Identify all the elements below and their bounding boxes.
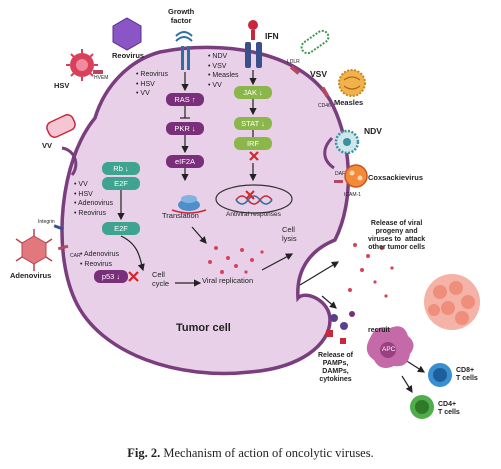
list-item: • Reovirus	[80, 260, 113, 268]
hsv-virion	[66, 49, 98, 81]
release-viral-label: Release of viral progeny and viruses to …	[368, 220, 426, 252]
hvem-receptor	[93, 70, 103, 74]
daf-receptor	[334, 180, 343, 183]
irf-node: IRF	[234, 137, 272, 150]
list-item: • VSV	[208, 62, 227, 70]
p53-virus-list: • Adenovirus • Reovirus	[80, 250, 119, 269]
caption-prefix: Fig. 2.	[127, 446, 161, 460]
cd4-label: CD4+ T cells	[438, 401, 460, 417]
daf-label: DAF	[335, 171, 345, 177]
p53-block-mark	[128, 271, 139, 282]
measles-label: Measles	[334, 98, 364, 107]
viral-replication-label: Viral replication	[202, 276, 254, 285]
pamps-damps-particles	[326, 311, 355, 344]
measles-virion	[338, 69, 366, 97]
list-item: • Reovirus	[136, 71, 169, 78]
pkr-node: PKR ↓	[166, 122, 204, 135]
vsv-virion	[300, 29, 330, 55]
hsv-label: HSV	[54, 81, 70, 90]
antiviral-dna-icon	[215, 184, 293, 214]
integrin-receptor	[53, 224, 65, 231]
list-item: • HSV	[74, 190, 93, 198]
ifn-receptor	[245, 20, 262, 68]
ras-node: RAS ↑	[166, 93, 204, 106]
apc-cell	[366, 326, 414, 368]
ldlr-receptor	[289, 65, 301, 75]
car-receptor	[57, 244, 69, 251]
tumor-cell-cluster	[424, 274, 480, 330]
release-pamps-label: Release of PAMPs, DAMPs, cytokines	[318, 352, 354, 384]
ndv-virion	[334, 129, 360, 155]
rb-node: Rb ↓	[102, 162, 140, 175]
list-item: • VV	[74, 181, 88, 188]
ribosome-icon	[171, 195, 207, 214]
list-item: • VV	[136, 90, 150, 97]
rb-virus-list: • VV • HSV • Adenovirus • Reovirus	[74, 180, 113, 218]
vsv-label: VSV	[310, 69, 328, 79]
e2f-node-2: E2F	[102, 222, 140, 235]
recruit-label: recruit	[368, 327, 390, 334]
apc-label: APC	[382, 346, 396, 353]
cd46-label: CD46	[318, 103, 331, 109]
cd46-receptor	[320, 86, 330, 98]
cd4-t-cell	[410, 395, 434, 419]
ldlr-label: LDLR	[287, 59, 300, 65]
cell-cycle-label: Cell cycle	[152, 270, 170, 288]
pathway-arrows	[117, 70, 426, 394]
released-virions	[348, 243, 394, 298]
ndv-entry-pit	[323, 136, 335, 170]
ifn-label: IFN	[265, 31, 279, 41]
adenovirus-label: Adenovirus	[10, 271, 52, 280]
icam-label: ICAM-1	[344, 192, 361, 198]
growth-factor-receptor	[175, 31, 193, 70]
hvem-label: HVEM	[94, 75, 109, 81]
list-item: • Adenovirus	[74, 200, 114, 207]
reovirus-top-label: Reovirus	[112, 51, 145, 60]
cd8-label: CD8+ T cells	[456, 367, 478, 383]
tumor-cell-label: Tumor cell	[176, 322, 231, 334]
translation-label: Translation	[162, 211, 199, 220]
vv-label: VV	[42, 141, 53, 150]
antiviral-responses-label: Antiviral responses	[226, 211, 281, 218]
list-item: • NDV	[208, 53, 228, 60]
cell-lysis-label: Cell lysis	[282, 225, 297, 243]
coxsackievirus-label: Coxsackievirus	[368, 173, 424, 182]
ras-virus-list: • Reovirus • HSV • VV	[136, 70, 168, 99]
integrin-label: Integrin	[38, 219, 55, 225]
adenovirus-virion	[15, 229, 53, 271]
list-item: • Adenovirus	[80, 251, 120, 258]
p53-node: p53 ↓	[94, 270, 128, 283]
list-item: • Measles	[208, 72, 239, 79]
growth-factor-label: Growth factor	[168, 7, 195, 25]
vv-entry-pit	[61, 146, 78, 176]
irf-block-mark	[249, 151, 259, 161]
e2f-node-1: E2F	[102, 177, 140, 190]
viral-progeny-particles	[208, 246, 264, 274]
ndv-label: NDV	[364, 126, 382, 136]
reovirus-virion	[112, 17, 142, 51]
stat-node: STAT ↓	[234, 117, 272, 130]
list-item: • VV	[208, 81, 222, 89]
figure-caption: Fig. 2. Mechanism of action of oncolytic…	[0, 446, 501, 461]
jak-node: JAK ↓	[234, 86, 272, 99]
list-item: • Reovirus	[74, 209, 107, 217]
jak-virus-list: • NDV • VSV • Measles • VV	[208, 52, 238, 90]
list-item: • HSV	[136, 80, 155, 88]
eif2a-node: eIF2A	[166, 155, 204, 168]
caption-text: Mechanism of action of oncolytic viruses…	[160, 446, 374, 460]
vv-virion	[46, 114, 76, 138]
car-label: CAR	[70, 253, 81, 259]
cd8-t-cell	[428, 363, 452, 387]
coxsackievirus-virion	[344, 164, 368, 188]
